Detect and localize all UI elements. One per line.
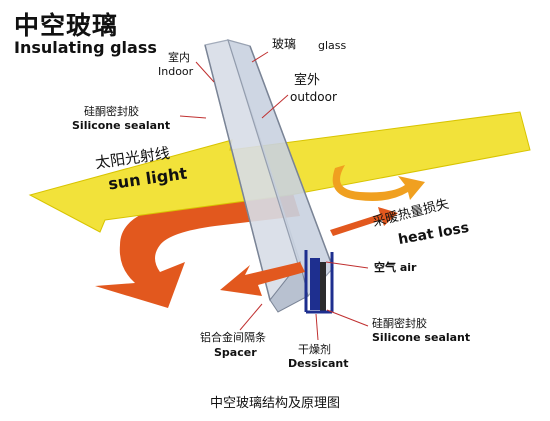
leader-desiccant bbox=[315, 313, 319, 341]
label-outdoor-cn: 室外 bbox=[294, 73, 321, 88]
label-air-en: air bbox=[399, 261, 417, 274]
leader-glass bbox=[251, 51, 269, 63]
heat-loss-arrow-right bbox=[330, 207, 398, 236]
title-chinese: 中空玻璃 bbox=[14, 11, 119, 40]
leader-outdoor bbox=[261, 94, 289, 119]
label-indoor-cn: 室内 bbox=[168, 51, 190, 64]
label-glass-cn: 玻璃 bbox=[272, 37, 297, 51]
heat-reflect-arrow bbox=[332, 165, 425, 201]
leader-sealant-top bbox=[179, 115, 207, 119]
label-air-cn: 空气 bbox=[374, 261, 396, 274]
label-air: 空气 air bbox=[374, 261, 417, 274]
label-sealant-top-en: Silicone sealant bbox=[72, 119, 171, 132]
label-desiccant-en: Dessicant bbox=[288, 357, 349, 370]
label-outdoor-en: outdoor bbox=[290, 90, 337, 104]
spacer-bar bbox=[310, 258, 320, 310]
label-glass-en: glass bbox=[318, 39, 347, 52]
label-indoor-en: Indoor bbox=[158, 65, 194, 78]
label-sealant-bottom-cn: 硅酮密封胶 bbox=[372, 317, 427, 330]
label-sealant-bottom-en: Silicone sealant bbox=[372, 331, 471, 344]
leader-spacer bbox=[239, 303, 263, 331]
sealant-strip bbox=[320, 262, 326, 312]
title-english: Insulating glass bbox=[14, 38, 157, 57]
leader-indoor bbox=[195, 61, 215, 83]
label-desiccant-cn: 干燥剂 bbox=[298, 343, 331, 356]
heat-loss-arrow-bottom bbox=[220, 262, 305, 296]
diagram-caption: 中空玻璃结构及原理图 bbox=[209, 396, 340, 411]
label-sealant-top-cn: 硅酮密封胶 bbox=[84, 105, 139, 118]
leader-air bbox=[325, 261, 369, 269]
label-spacer-en: Spacer bbox=[214, 346, 257, 359]
label-spacer-cn: 铝合金间隔条 bbox=[200, 331, 266, 344]
leader-sealant-bottom bbox=[326, 309, 369, 327]
